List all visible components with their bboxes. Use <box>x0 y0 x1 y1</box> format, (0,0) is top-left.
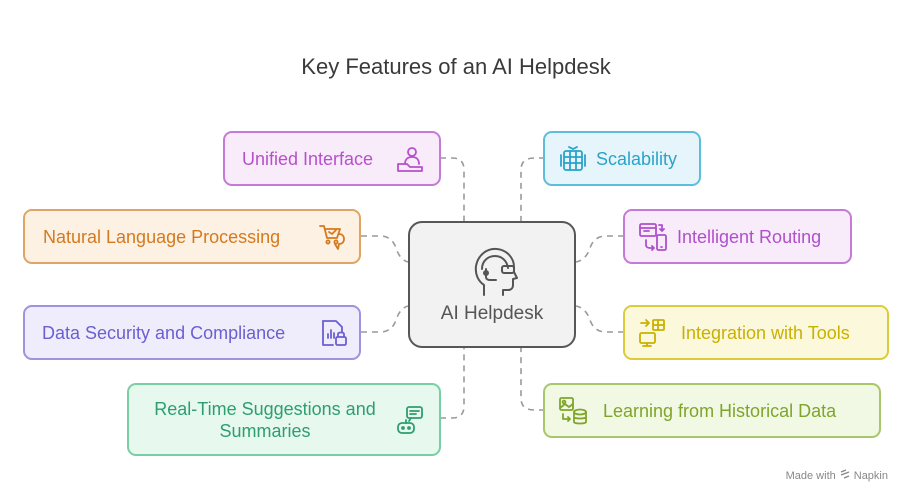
napkin-logo-icon <box>840 469 850 482</box>
connector-learning <box>520 348 545 411</box>
connector-integration <box>575 305 624 333</box>
center-node: AI Helpdesk <box>408 221 576 348</box>
connector-scalability <box>520 157 545 221</box>
credit-text: Made with <box>785 469 836 482</box>
connector-unified <box>440 157 465 221</box>
connector-security <box>361 305 409 333</box>
napkin-credit: Made with Napkin <box>786 469 888 482</box>
credit-brand: Napkin <box>853 469 888 482</box>
server-stack-icon <box>558 144 588 174</box>
monitor-grid-icon <box>637 317 667 349</box>
user-pedestal-icon <box>395 145 425 173</box>
feature-integration-with-tools: Integration with Tools <box>623 305 889 360</box>
devices-route-icon <box>637 221 669 253</box>
feature-label-line2: Summaries <box>219 420 311 441</box>
feature-unified-interface: Unified Interface <box>223 131 441 186</box>
feature-natural-language-processing: Natural Language Processing <box>23 209 361 264</box>
chat-cart-icon <box>317 222 347 252</box>
connector-nlp <box>361 235 409 263</box>
diagram-title: Key Features of an AI Helpdesk <box>301 54 611 79</box>
connector-routing <box>575 235 624 263</box>
feature-scalability: Scalability <box>543 131 701 186</box>
feature-data-security: Data Security and Compliance <box>23 305 361 360</box>
image-database-icon <box>557 395 589 427</box>
feature-label: Learning from Historical Data <box>603 400 837 421</box>
feature-label: Natural Language Processing <box>43 226 281 247</box>
bot-chat-icon <box>395 404 425 436</box>
feature-label: Scalability <box>596 148 678 169</box>
center-label: AI Helpdesk <box>440 303 544 324</box>
feature-real-time-suggestions: Real-Time Suggestions and Summaries <box>127 383 441 456</box>
feature-label: Intelligent Routing <box>677 226 822 247</box>
chart-lock-icon <box>319 318 349 348</box>
headset-person-icon <box>472 245 518 302</box>
feature-label: Data Security and Compliance <box>42 322 286 343</box>
feature-label: Unified Interface <box>242 148 374 169</box>
feature-learning-historical-data: Learning from Historical Data <box>543 383 881 438</box>
connector-realtime <box>440 348 465 419</box>
feature-label: Integration with Tools <box>681 322 850 343</box>
feature-intelligent-routing: Intelligent Routing <box>623 209 852 264</box>
feature-label-line1: Real-Time Suggestions and <box>154 398 376 419</box>
